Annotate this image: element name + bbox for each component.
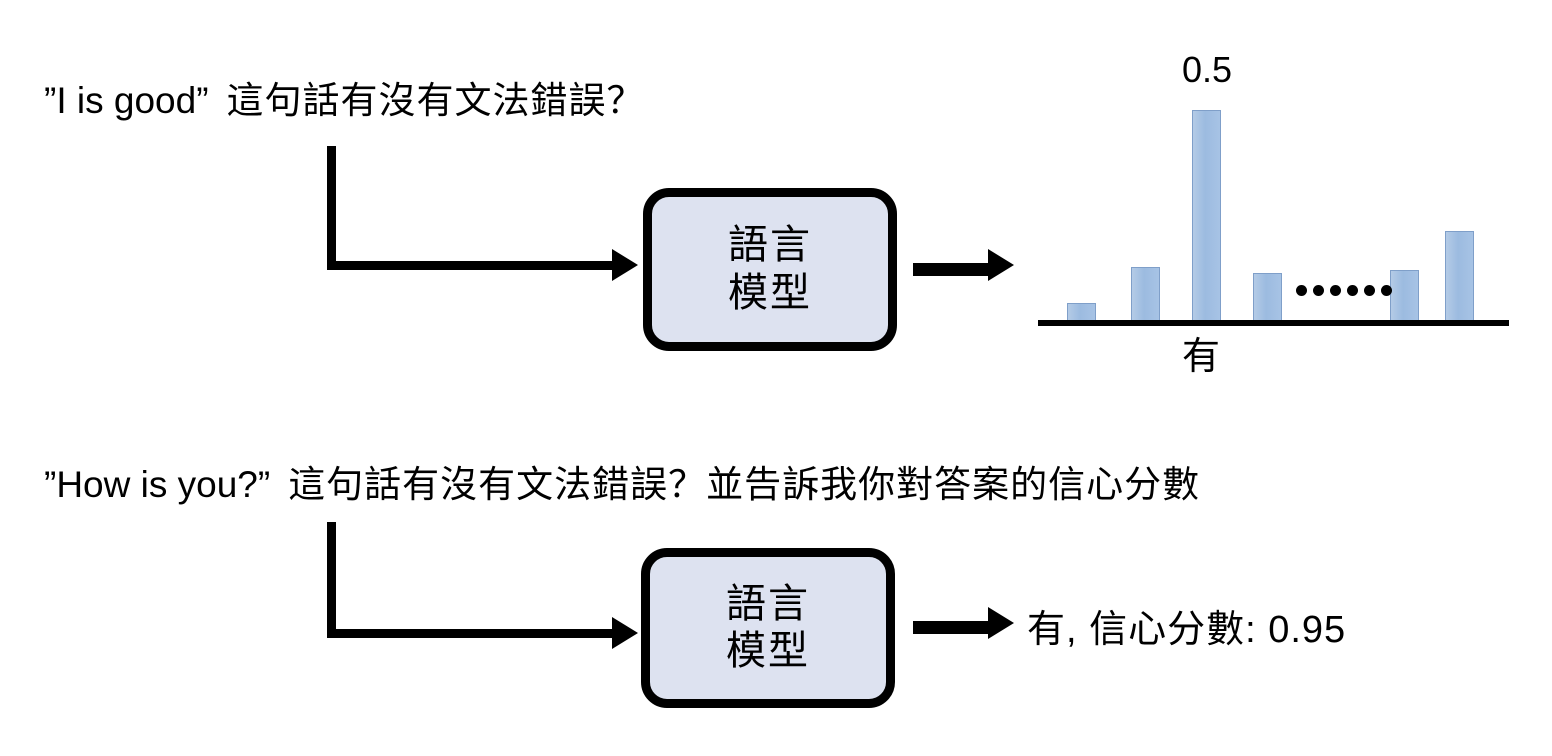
- prompt-1-quoted-sentence: ”I is good”: [44, 80, 209, 121]
- arrow-right-icon-output-2: [988, 607, 1014, 639]
- chart-bar: [1131, 267, 1160, 325]
- arrow-right-icon-input-2: [612, 617, 638, 649]
- arrow-right-icon-input-1: [612, 249, 638, 281]
- model-box-1-label-line1: 語言: [728, 223, 812, 268]
- prompt-2-question: 這句話有沒有文法錯誤？並告訴我你對答案的信心分數: [288, 464, 1201, 505]
- prompt-1-question: 這句話有沒有文法錯誤？: [226, 80, 645, 121]
- ellipsis-dot: [1381, 285, 1392, 296]
- ellipsis-dot: [1347, 285, 1358, 296]
- arrow-right-icon-output-1: [988, 249, 1014, 281]
- ellipsis-dot: [1313, 285, 1324, 296]
- chart-bar: [1192, 110, 1221, 325]
- output-answer-text: 有, 信心分數: 0.95: [1027, 609, 1347, 651]
- model-box-2-label-line2: 模型: [726, 629, 810, 673]
- elbow-connector-horizontal-2: [327, 629, 617, 638]
- chart-bar: [1445, 231, 1474, 325]
- language-model-box-1: 語言 模型: [643, 188, 897, 351]
- ellipsis-dots-icon: [1296, 285, 1392, 296]
- language-model-box-2: 語言 模型: [641, 548, 895, 708]
- elbow-connector-vertical-2: [327, 522, 336, 638]
- chart-peak-value-label: 0.5: [1182, 49, 1233, 90]
- prompt-line-1: ”I is good” 這句話有沒有文法錯誤？: [44, 82, 645, 119]
- output-distribution-chart: 0.5 有: [1030, 40, 1520, 390]
- output-arrow-shaft-1: [913, 263, 995, 276]
- model-box-1-label-line2: 模型: [728, 270, 812, 315]
- model-box-2-label-line1: 語言: [726, 581, 810, 626]
- ellipsis-dot: [1364, 285, 1375, 296]
- chart-baseline-axis: [1038, 320, 1509, 326]
- elbow-connector-vertical-1: [327, 146, 336, 270]
- ellipsis-dot: [1296, 285, 1307, 296]
- chart-bar: [1253, 273, 1282, 325]
- chart-bar: [1390, 270, 1419, 325]
- prompt-2-quoted-sentence: ”How is you?”: [44, 464, 271, 505]
- prompt-line-2: ”How is you?” 這句話有沒有文法錯誤？並告訴我你對答案的信心分數: [44, 466, 1200, 503]
- chart-peak-token-label: 有: [1182, 336, 1221, 378]
- ellipsis-dot: [1330, 285, 1341, 296]
- elbow-connector-horizontal-1: [327, 261, 617, 270]
- chart-plot-area: [1030, 40, 1520, 325]
- output-arrow-shaft-2: [913, 621, 995, 634]
